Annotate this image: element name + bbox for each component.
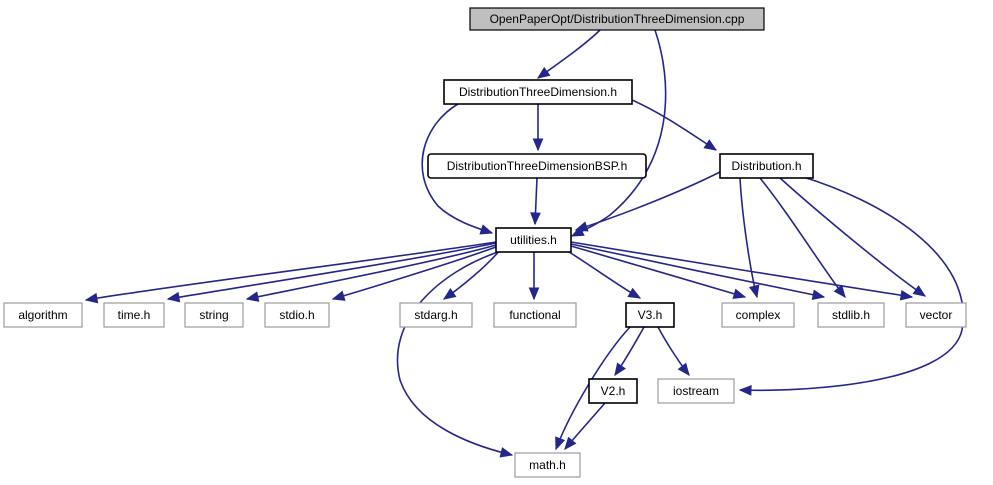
dependency-edge [246, 244, 497, 300]
dependency-edge [739, 177, 758, 298]
edge-arrowhead [627, 287, 642, 299]
edge-arrowhead [84, 292, 99, 304]
graph-node-v2[interactable]: V2.h [588, 378, 638, 404]
dependency-edge [537, 29, 601, 79]
edge-arrowhead [574, 221, 589, 232]
node-box[interactable] [495, 227, 572, 253]
dependency-edge [565, 249, 641, 299]
dependency-edge [739, 175, 964, 392]
edge-arrowhead [166, 291, 181, 303]
graph-node-time[interactable]: time.h [103, 302, 165, 328]
edge-arrowhead [499, 447, 514, 458]
edge-arrowhead [442, 288, 457, 300]
dependency-edge [570, 243, 825, 298]
graph-node-d3d[interactable]: DistributionThreeDimension.h [443, 79, 633, 105]
graph-node-vector[interactable]: vector [905, 302, 967, 328]
dependency-edge [85, 241, 497, 301]
edge-arrowhead [738, 385, 752, 396]
node-box[interactable] [588, 378, 638, 404]
dependency-edge [570, 245, 746, 298]
dependency-edge [421, 103, 493, 234]
edge-arrowhead [732, 288, 747, 299]
graph-node-dist[interactable]: Distribution.h [719, 153, 814, 179]
edge-arrowhead [479, 224, 494, 235]
node-box[interactable] [493, 302, 577, 328]
node-box[interactable] [443, 79, 633, 105]
graph-node-math[interactable]: math.h [514, 452, 581, 478]
graph-node-func[interactable]: functional [493, 302, 577, 328]
node-box[interactable] [103, 302, 165, 328]
dependency-edge [575, 171, 721, 231]
edge-arrowhead [912, 285, 927, 297]
edge-arrowhead [528, 287, 540, 301]
dependency-edge [631, 99, 717, 151]
edge-arrowhead [899, 289, 914, 301]
dependency-edge [570, 241, 913, 298]
edge-arrowhead [748, 284, 760, 299]
node-box[interactable] [905, 302, 967, 328]
graph-node-bsp[interactable]: DistributionThreeDimensionBSP.h [427, 153, 647, 179]
dependency-edge [396, 251, 513, 456]
graph-node-v3[interactable]: V3.h [625, 302, 675, 328]
graph-node-complex[interactable]: complex [721, 302, 795, 328]
dependency-edge [779, 177, 926, 297]
node-box[interactable] [427, 153, 647, 179]
node-box[interactable] [264, 302, 330, 328]
nodes-layer: OpenPaperOpt/DistributionThreeDimension.… [3, 7, 967, 478]
edge-arrowhead [555, 436, 566, 451]
edge-arrowhead [833, 284, 846, 299]
dependency-edge [332, 246, 497, 300]
node-box[interactable] [657, 378, 735, 404]
dependency-edge [571, 29, 667, 237]
node-box[interactable] [625, 302, 675, 328]
edge-arrowhead [614, 362, 626, 377]
edge-arrowhead [564, 436, 577, 451]
node-box[interactable] [469, 7, 765, 31]
graph-node-util[interactable]: utilities.h [495, 227, 572, 253]
dependency-edge [167, 242, 497, 300]
edges-layer [84, 29, 964, 458]
graph-node-string[interactable]: string [184, 302, 244, 328]
node-box[interactable] [399, 302, 473, 328]
graph-node-stdarg[interactable]: stdarg.h [399, 302, 473, 328]
edge-arrowhead [703, 139, 718, 151]
node-box[interactable] [721, 302, 795, 328]
edge-arrowhead [245, 291, 260, 302]
node-box[interactable] [514, 452, 581, 478]
graph-node-algo[interactable]: algorithm [3, 302, 83, 328]
graph-node-stdio[interactable]: stdio.h [264, 302, 330, 328]
node-box[interactable] [184, 302, 244, 328]
edge-arrowhead [536, 66, 551, 79]
edge-arrowhead [331, 290, 346, 301]
node-box[interactable] [3, 302, 83, 328]
edge-arrowhead [811, 289, 826, 300]
node-box[interactable] [719, 153, 814, 179]
graph-node-root[interactable]: OpenPaperOpt/DistributionThreeDimension.… [469, 7, 765, 31]
graph-node-iostream[interactable]: iostream [657, 378, 735, 404]
edge-arrowhead [530, 212, 541, 226]
edge-arrowhead [677, 362, 690, 377]
graph-node-stdlib[interactable]: stdlib.h [817, 302, 885, 328]
dependency-edge [759, 177, 846, 298]
node-box[interactable] [817, 302, 885, 328]
edge-arrowhead [532, 138, 544, 152]
